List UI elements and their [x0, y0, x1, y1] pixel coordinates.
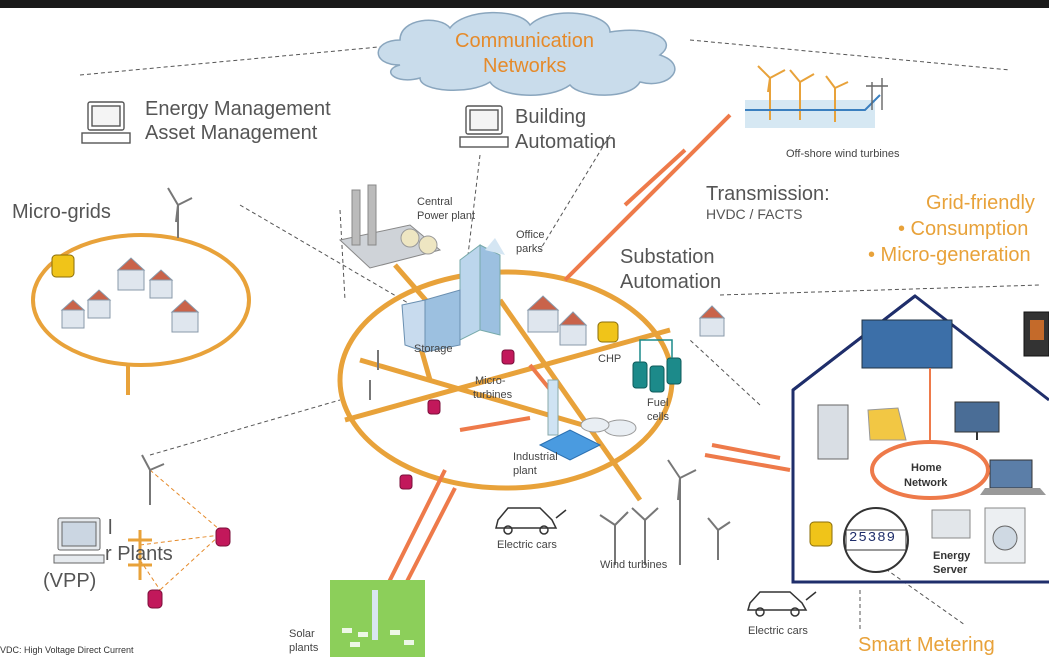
solar-label-2: plants [289, 642, 319, 654]
offshore-wind-icon [745, 65, 888, 128]
home-network-ring [870, 440, 990, 500]
phone-icon [1023, 311, 1049, 357]
monitor-icon [81, 101, 131, 144]
central-label-1: Central [417, 196, 453, 208]
office-label-1: Office [516, 229, 545, 241]
cloud-label-line1: Communication [455, 30, 594, 52]
vpp-computer-icon [53, 517, 105, 564]
plug-badge-icon [51, 254, 833, 547]
office-label-2: parks [516, 243, 543, 255]
grid-friendly-consumption: • Consumption [898, 218, 1029, 240]
electric-cars-label-2: Electric cars [748, 625, 808, 637]
solar-label-1: Solar [289, 628, 315, 640]
industrial-label-1: Industrial [513, 451, 558, 463]
cloud-label-line2: Networks [483, 55, 567, 77]
washing-machine-icon [984, 507, 1026, 564]
micro-turbines-label-1: Micro- [475, 375, 506, 387]
vpp-links [139, 469, 221, 591]
footnote: VDC: High Voltage Direct Current [0, 645, 134, 655]
wind-turbines-label: Wind turbines [600, 559, 668, 571]
transmission-label-1: Transmission: [706, 183, 830, 205]
asset-management-label: Asset Management [145, 122, 318, 144]
smart-metering-label: Smart Metering [858, 634, 995, 656]
fuel-cells-label-1: Fuel [647, 397, 669, 409]
smart-meter-icon [843, 507, 909, 573]
grid-friendly-microgeneration: • Micro-generation [868, 244, 1031, 266]
substation-label-2: Automation [620, 271, 722, 293]
fuel-cells-icon [632, 357, 682, 393]
solar-panel-icon [861, 319, 953, 369]
vpp-label-1: l [108, 517, 113, 539]
industrial-plant-icon [538, 379, 637, 461]
energy-server-icon [931, 509, 971, 539]
fridge-icon [817, 404, 849, 460]
home-network-label-1: Home [911, 462, 942, 474]
micro-grids-label: Micro-grids [12, 201, 111, 223]
cloud-shape [377, 11, 676, 96]
lamp-icon [867, 407, 907, 441]
central-power-plant-icon [338, 184, 442, 269]
building-automation-label-2: Automation [515, 131, 617, 153]
office-parks-icon [459, 238, 505, 341]
chp-label: CHP [598, 353, 622, 365]
fuel-cells-label-2: cells [647, 411, 670, 423]
house-cluster-icon [60, 257, 726, 346]
energy-management-label: Energy Management [145, 98, 331, 120]
industrial-label-2: plant [513, 465, 537, 477]
solar-plant-icon [330, 580, 425, 657]
micro-turbines-label-2: turbines [473, 389, 513, 401]
micro-grid-ring [31, 233, 251, 367]
vpp-label-2: r Plants [105, 543, 173, 565]
wind-turbine-icon [141, 187, 731, 565]
top-border [0, 0, 1049, 8]
substation-label-1: Substation [620, 246, 715, 268]
laptop-icon [980, 459, 1046, 495]
vpp-label-3: (VPP) [43, 570, 97, 592]
home-outline [791, 294, 1049, 584]
transmission-label-2: HVDC / FACTS [706, 206, 803, 222]
home-network-label-2: Network [904, 477, 948, 489]
storage-building-icon [401, 289, 461, 353]
meter-digits: 25389 [849, 530, 897, 546]
storage-label: Storage [414, 343, 453, 355]
monitor-icon [459, 105, 509, 148]
building-automation-label-1: Building [515, 106, 587, 128]
electric-cars-label-1: Electric cars [497, 539, 557, 551]
grid-friendly-title: Grid-friendly [926, 192, 1035, 214]
tv-icon [954, 401, 1000, 440]
offshore-label: Off-shore wind turbines [786, 148, 900, 160]
communication-links [79, 39, 1041, 630]
energy-server-label-1: Energy [933, 550, 971, 562]
energy-server-label-2: Server [933, 564, 968, 576]
storage-cylinder-icon [147, 349, 515, 609]
car-plug-icon [495, 507, 817, 617]
central-label-2: Power plant [417, 210, 476, 222]
